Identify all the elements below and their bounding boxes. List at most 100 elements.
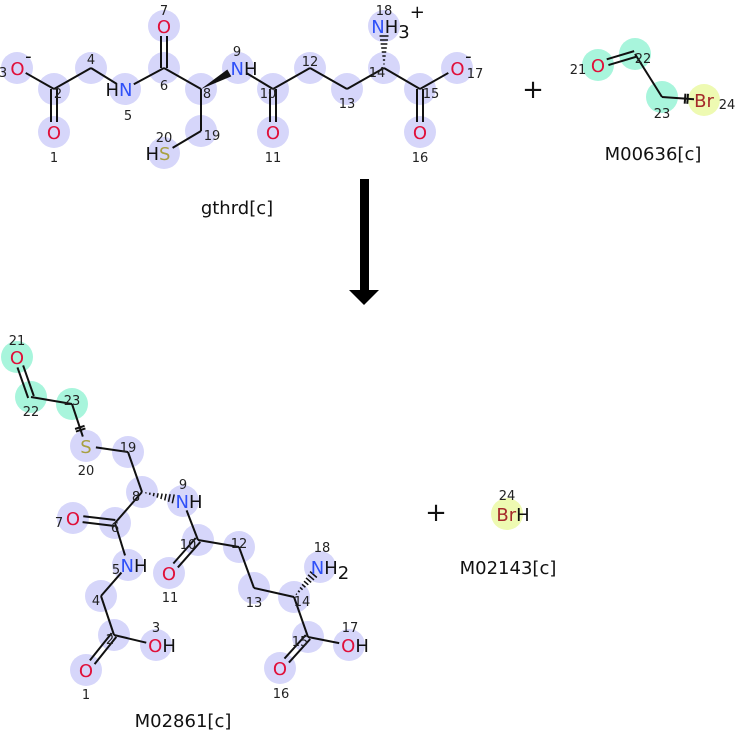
- single-bond: [25, 72, 55, 90]
- single-bond: [114, 522, 126, 556]
- atom-index: 4: [87, 53, 95, 68]
- atom-br-label: BrH: [496, 505, 529, 526]
- single-bond: [634, 53, 663, 98]
- single-bond: [246, 72, 274, 90]
- atom-index: 20: [156, 131, 173, 146]
- double-bond: [83, 515, 116, 522]
- atom-br-label: Br: [694, 91, 714, 112]
- broken-bond-mark: [683, 93, 687, 104]
- plus-sign-products: +: [425, 498, 447, 528]
- atom-o-label: OH: [148, 636, 176, 657]
- atom-index: 17: [342, 621, 359, 636]
- atom-o-label: O: [10, 348, 24, 369]
- atom-highlight: [1, 341, 33, 373]
- single-bond: [661, 96, 695, 101]
- atom-o-label: O: [591, 56, 605, 77]
- atom-index: 14: [294, 595, 311, 610]
- double-bond: [606, 50, 635, 61]
- double-bond: [82, 521, 115, 527]
- atom-index: 16: [412, 151, 429, 166]
- atom-highlight: [148, 10, 180, 42]
- atom-highlight: [257, 116, 289, 148]
- atom-index: 18: [314, 541, 331, 556]
- atom-index: 1: [82, 688, 90, 703]
- atom-o-label: O: [273, 659, 287, 680]
- atom-index: 19: [204, 129, 221, 144]
- atom-n-label: NH: [230, 59, 257, 80]
- single-bond: [113, 634, 147, 644]
- single-bond: [238, 546, 255, 589]
- atom-index: 2: [54, 87, 62, 102]
- single-bond: [114, 491, 143, 524]
- atom-index: 16: [273, 687, 290, 702]
- atom-index: 13: [246, 596, 263, 611]
- atom-n-label: HN: [105, 80, 132, 101]
- atom-index: 1: [50, 151, 58, 166]
- atom-index: 20: [78, 464, 95, 479]
- atom-n-label: NH2: [311, 558, 349, 584]
- atom-highlight: [153, 557, 185, 589]
- double-bond: [22, 365, 35, 397]
- atom-index: 6: [160, 79, 168, 94]
- atom-highlight: [140, 629, 172, 661]
- atom-index: 21: [570, 63, 587, 78]
- single-bond: [272, 67, 311, 90]
- broken-bond-mark: [75, 427, 86, 433]
- atom-index: 12: [231, 537, 248, 552]
- molecule-label-m02861: M02861[c]: [135, 711, 232, 732]
- atom-highlight: [304, 551, 336, 583]
- atom-index: 12: [302, 55, 319, 70]
- single-bond: [163, 67, 202, 90]
- atom-highlight: [38, 116, 70, 148]
- single-bond: [293, 596, 309, 638]
- atom-highlight: [148, 137, 180, 169]
- atom-index: 7: [55, 516, 63, 531]
- atom-highlight: [57, 502, 89, 534]
- single-bond: [133, 67, 165, 86]
- atom-s-label: HS: [146, 144, 171, 165]
- atom-highlight: [582, 49, 614, 81]
- atom-highlight: [70, 654, 102, 686]
- atom-index: 3: [152, 621, 160, 636]
- atom-index: 19: [120, 441, 137, 456]
- atom-index: 6: [111, 521, 119, 536]
- atom-index: 15: [423, 87, 440, 102]
- atom-highlight: [368, 10, 400, 42]
- atom-highlight: [441, 52, 473, 84]
- atom-index: 10: [180, 538, 197, 553]
- single-bond: [95, 446, 129, 453]
- atom-highlight: [1, 52, 33, 84]
- atom-s-label: S: [80, 437, 91, 458]
- atom-index: 2: [106, 633, 114, 648]
- atom-index: 5: [112, 563, 120, 578]
- atom-o-label: O-: [10, 46, 31, 80]
- single-bond: [127, 451, 143, 493]
- single-bond: [197, 539, 240, 548]
- atom-index: 8: [203, 87, 211, 102]
- reaction-arrow: [349, 179, 379, 305]
- plus-sign-reactants: +: [522, 75, 544, 105]
- molecule-label-m00636: M00636[c]: [605, 144, 702, 165]
- atom-index: 24: [719, 98, 736, 113]
- atom-index: 4: [92, 594, 100, 609]
- atom-index: 10: [260, 87, 277, 102]
- atom-index: 14: [369, 66, 386, 81]
- atom-index: 13: [339, 97, 356, 112]
- atom-highlight: [70, 430, 102, 462]
- single-bond: [185, 509, 199, 541]
- atom-highlight: [333, 629, 365, 661]
- atom-index: 3: [0, 66, 7, 81]
- double-bond: [288, 638, 311, 664]
- atom-o-label: O-: [450, 46, 471, 80]
- single-bond: [71, 403, 84, 437]
- double-bond: [89, 632, 113, 661]
- atom-index: 11: [162, 591, 179, 606]
- atom-index: 17: [467, 67, 484, 82]
- atom-n-label: NH: [175, 492, 202, 513]
- double-bond: [16, 367, 30, 399]
- atom-index: 22: [23, 405, 40, 420]
- atom-o-label: O: [79, 661, 93, 682]
- atom-index: 9: [233, 45, 241, 60]
- atom-n-label: NH3+: [371, 2, 425, 43]
- molecule-label-gthrd: gthrd[c]: [201, 198, 273, 219]
